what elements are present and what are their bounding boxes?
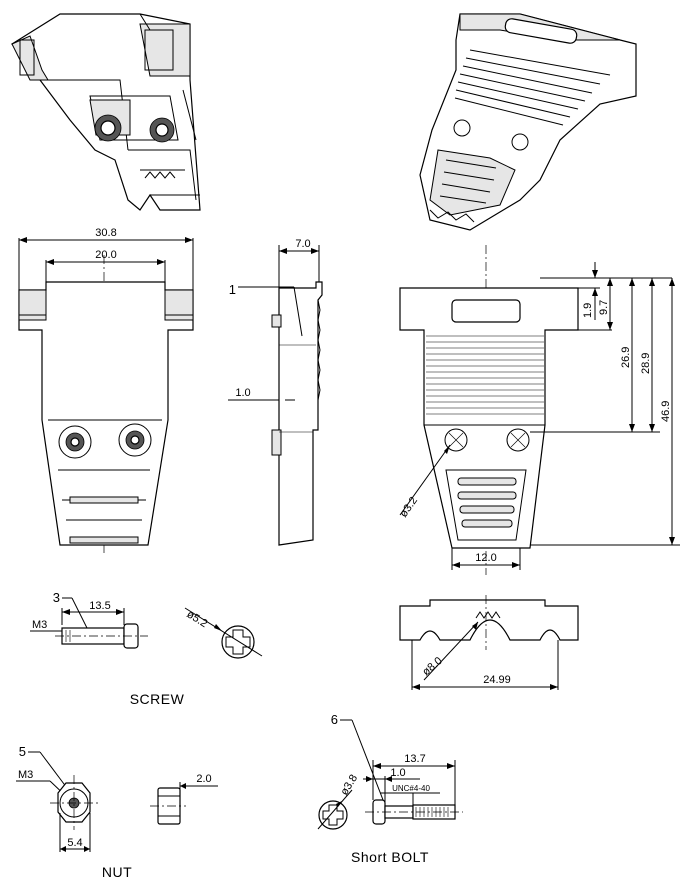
dim-hole-dia: ø3.2 (398, 495, 420, 520)
dim-arc-w: 24.99 (483, 674, 511, 686)
iso-view-inside (11, 13, 201, 211)
dim-width-inner: 20.0 (95, 249, 116, 261)
screw-thread-label: M3 (32, 619, 47, 631)
side-view: 7.0 1 1.0 (228, 238, 323, 546)
dim-bolt-dia: ø3.8 (338, 773, 360, 798)
rib-lines (426, 335, 544, 415)
screw-drawing: 3 13.5 M3 ø5.2 SCREW (30, 590, 263, 707)
dim-screw-len: 13.5 (89, 600, 110, 612)
dim-wall: 1.0 (235, 387, 250, 399)
dim-h4: 28.9 (640, 353, 652, 374)
dim-nut-t: 2.0 (196, 773, 211, 785)
dim-bolt-len: 13.7 (404, 753, 425, 765)
callout-3: 3 (53, 590, 60, 605)
caption-screw: SCREW (130, 691, 185, 707)
dim-screw-dia: ø5.2 (184, 608, 209, 630)
dim-h1: 1.9 (582, 303, 594, 318)
nut-thread-label: M3 (18, 769, 33, 781)
dim-h3: 26.9 (620, 347, 632, 368)
caption-nut: NUT (102, 864, 132, 880)
dim-arc-dia: ø8.0 (420, 655, 445, 678)
bolt-drawing: 6 ø3.8 13.7 1.0 UNC#4-40 Short BOL (317, 712, 463, 865)
dim-width-total: 30.8 (95, 227, 116, 239)
top-view: 1.9 9.7 26.9 28.9 46.9 ø3.2 12.0 (398, 245, 680, 575)
bolt-thread-label: UNC#4-40 (392, 784, 430, 793)
dim-nut-w: 5.4 (67, 837, 82, 849)
nut-drawing: 5 M3 5.4 2.0 NUT (16, 744, 218, 880)
front-view: 30.8 20.0 (18, 227, 194, 555)
callout-5: 5 (19, 744, 26, 759)
iso-view-outside (419, 13, 637, 231)
dim-h2: 9.7 (598, 300, 610, 315)
dim-bottom-w: 12.0 (475, 552, 496, 564)
caption-bolt: Short BOLT (351, 849, 429, 865)
dim-side-depth: 7.0 (295, 238, 310, 250)
bottom-view: 24.99 ø8.0 (399, 595, 579, 690)
dim-h5: 46.9 (660, 401, 672, 422)
dim-bolt-head: 1.0 (390, 767, 405, 779)
callout-6: 6 (331, 712, 338, 727)
callout-1: 1 (229, 282, 236, 297)
